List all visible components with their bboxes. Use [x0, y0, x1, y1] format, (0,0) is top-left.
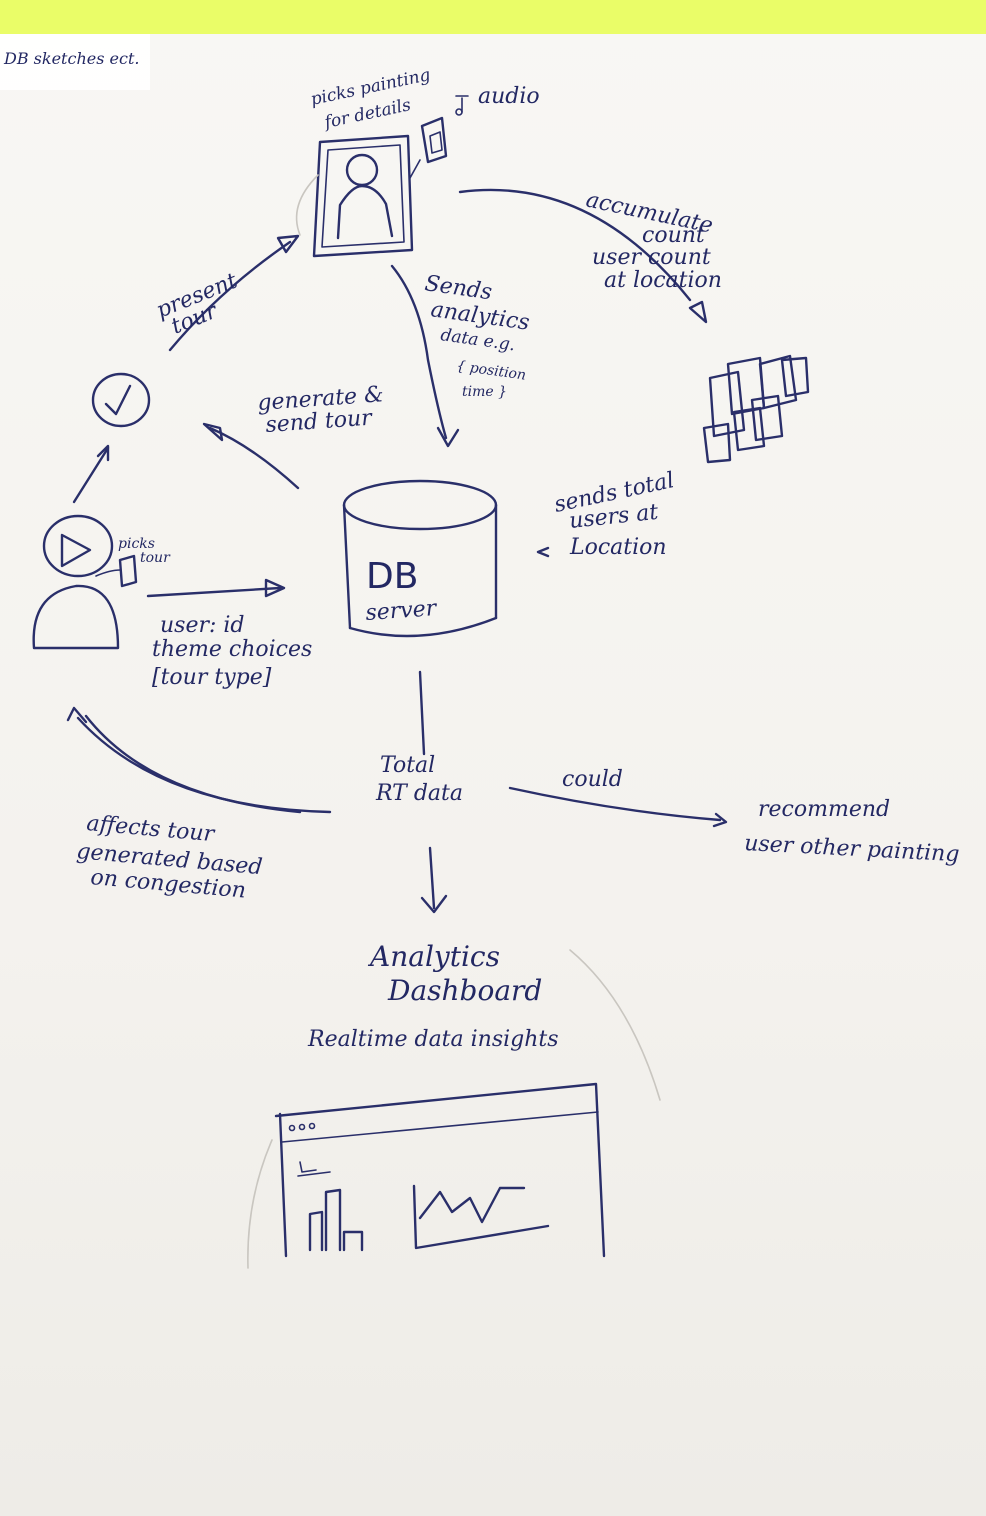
music-note-icon — [455, 95, 469, 116]
dashboard-label-3: Realtime data insights — [307, 1027, 559, 1052]
user-choices-label-1: user: id — [160, 613, 245, 638]
db-server-label-1: DB — [366, 556, 418, 597]
recommend-label-2: user other painting — [744, 831, 960, 867]
accumulate-edge: accumulate count user count at location — [458, 187, 722, 324]
framed-portrait-icon — [295, 134, 414, 258]
user-choices-label-2: theme choices — [152, 637, 312, 662]
database-cylinder-icon: DB server — [342, 479, 498, 638]
db-to-rt-data-line — [418, 670, 426, 756]
recommend-label-1: recommend — [758, 797, 890, 822]
rt-to-dashboard-arrow — [428, 846, 436, 910]
present-tour-edge: present tour — [153, 234, 300, 352]
accumulate-label-3: user count — [592, 245, 711, 270]
sends-total-edge: sends total users at Location — [536, 468, 677, 560]
accumulate-label-4: at location — [604, 268, 722, 293]
sends-analytics-label-5: time } — [462, 384, 507, 400]
recommend-edge: could recommend user other painting — [508, 767, 960, 867]
accumulate-label-2: count — [642, 223, 705, 248]
clock-icon — [91, 372, 151, 428]
phone-icon — [409, 116, 448, 179]
user-to-tour-arrow — [72, 446, 110, 504]
note-header: DB sketches ect. — [3, 49, 139, 68]
picks-tour-label-2: tour — [140, 550, 171, 566]
affects-tour-edge: affects tour generated based on congesti… — [66, 706, 332, 904]
sends-analytics-edge: Sends analytics data e.g. { position tim… — [390, 264, 531, 448]
highlighter-strip — [0, 0, 986, 34]
rt-data-label-2: RT data — [375, 781, 463, 806]
audio-label: audio — [478, 84, 540, 109]
dashboard-label-1: Analytics — [367, 940, 500, 973]
sends-analytics-label-4: { position — [455, 358, 527, 384]
dashboard-label-2: Dashboard — [387, 974, 542, 1007]
bleed-through-mark — [569, 949, 661, 1101]
crowd-of-people-icon — [702, 354, 810, 464]
browser-window-with-charts-icon — [274, 1082, 606, 1258]
user-with-phone-icon: picks tour — [32, 514, 171, 650]
painting-node: picks painting for details audio — [295, 65, 540, 258]
generate-send-edge: generate & send tour — [202, 382, 384, 490]
user-choices-label-3: [tour type] — [152, 665, 272, 690]
sends-total-label-3: Location — [569, 535, 667, 560]
picks-tour-label-1: picks — [118, 536, 155, 552]
could-label: could — [562, 767, 623, 792]
rt-data-label-1: Total — [380, 753, 435, 778]
user-choices-edge: user: id theme choices [tour type] — [146, 578, 312, 690]
db-server-label-2: server — [365, 596, 439, 626]
